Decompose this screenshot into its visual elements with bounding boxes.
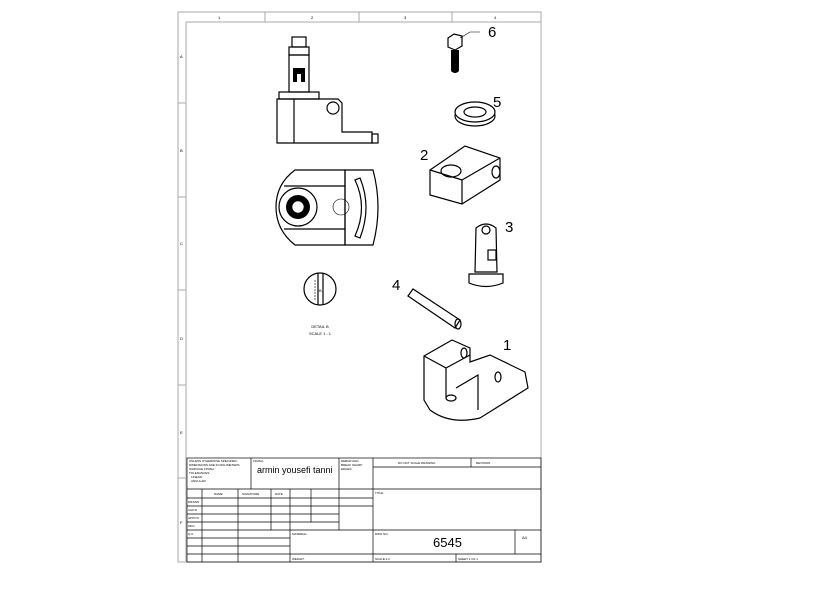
balloon-3: 3 [505, 219, 513, 236]
row-header-qa: Q.A [188, 532, 193, 536]
row-label: B [180, 148, 183, 153]
column-labels: 1 2 3 4 [218, 15, 497, 20]
row-header-drawn: DRAWN [188, 500, 199, 504]
front-view [276, 36, 379, 144]
author-name: armin yousefi tanni [257, 465, 333, 475]
scale-label: SCALE:1:2 [375, 557, 390, 561]
row-header-mfg: MFG [188, 524, 195, 528]
row-label: D [180, 336, 183, 341]
title-block: UNLESS OTHERWISE SPECIFIED: DIMENSIONS A… [186, 457, 542, 563]
detail-letter: B [319, 288, 322, 293]
detail-view-b: B DETAIL B SCALE 1 : 1 [303, 272, 337, 336]
do-not-scale-note: DO NOT SCALE DRAWING [398, 461, 436, 465]
column-label: 2 [311, 15, 314, 20]
dwg-no-label: DWG NO. [375, 532, 389, 536]
drawing-number: 6545 [433, 535, 462, 550]
sheet-size: A4 [522, 535, 528, 540]
row-label: E [180, 430, 183, 435]
revision-label: REVISION [476, 461, 490, 465]
tolerance-note: TOLERANCES: [189, 471, 210, 475]
balloon-2: 2 [420, 147, 428, 164]
col-header-date: DATE [275, 492, 283, 496]
detail-label: DETAIL B [311, 324, 329, 329]
weight-label: WEIGHT: [292, 557, 305, 561]
tolerance-note: SURFACE FINISH: [189, 467, 215, 471]
tolerance-note: UNLESS OTHERWISE SPECIFIED: [189, 459, 238, 463]
column-label: 3 [404, 15, 407, 20]
debur-note: DEBUR AND [341, 459, 359, 463]
part-5-washer: 5 [454, 94, 501, 127]
column-label: 1 [218, 15, 221, 20]
part-4-rod: 4 [392, 277, 462, 330]
part-6-bolt: 6 [447, 24, 496, 73]
tolerance-note: LINEAR: [191, 475, 203, 479]
part-1-base: 1 [423, 337, 529, 421]
row-label: A [180, 54, 183, 59]
top-view [275, 169, 379, 246]
tolerance-note: ANGULAR: [191, 479, 207, 483]
sheet-label: SHEET 1 OF 1 [458, 557, 478, 561]
finish-label: FINISH: [253, 459, 264, 463]
balloon-5: 5 [493, 94, 501, 111]
balloon-4: 4 [392, 277, 400, 294]
row-header-checked: CHK'D [188, 508, 198, 512]
detail-scale: SCALE 1 : 1 [309, 331, 332, 336]
part-2-block: 2 [420, 145, 501, 205]
row-labels: A B C D E F [180, 54, 183, 525]
row-label: C [180, 241, 183, 246]
debur-note: BREAK SHARP [341, 463, 362, 467]
col-header-name: NAME [214, 492, 223, 496]
balloon-6: 6 [488, 24, 496, 41]
zone-dividers [178, 12, 453, 479]
column-label: 4 [494, 15, 497, 20]
title-label: TITLE: [375, 491, 384, 495]
part-3-pin: 3 [468, 219, 513, 288]
balloon-1: 1 [503, 337, 511, 354]
debur-note: EDGES [341, 467, 352, 471]
tolerance-note: DIMENSIONS ARE IN MILLIMETERS [189, 463, 240, 467]
col-header-signature: SIGNATURE [242, 492, 259, 496]
row-label: F [180, 520, 183, 525]
material-label: MATERIAL: [292, 532, 308, 536]
row-header-approved: APPV'D [188, 516, 200, 520]
